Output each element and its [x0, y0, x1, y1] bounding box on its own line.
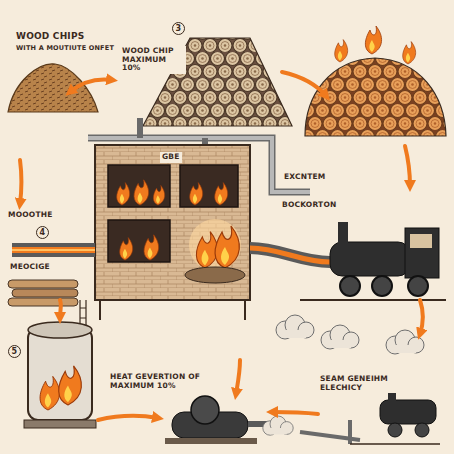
text-label: WOOD CHIPS — [14, 30, 86, 42]
text-label: WITH A MOUTIUTE ONFET — [14, 44, 116, 53]
text-label: EXCNTEM — [282, 172, 328, 183]
text-label: MEOCIGE — [8, 262, 52, 273]
callout-number: 3 — [172, 22, 185, 35]
text-label: MOOOTHE — [6, 210, 55, 221]
text-label: GBE — [160, 152, 182, 163]
text-label: SEAM GENEIHM ELECHICY — [318, 374, 414, 393]
callout-number: 5 — [8, 345, 21, 358]
text-label: BOCKORTON — [280, 200, 338, 211]
text-label: WOOD CHIP MAXIMUM 10% — [120, 46, 186, 74]
text-label: HEAT GEVERTION OF MAXIMUM 10% — [108, 372, 208, 391]
callout-number: 4 — [36, 226, 49, 239]
